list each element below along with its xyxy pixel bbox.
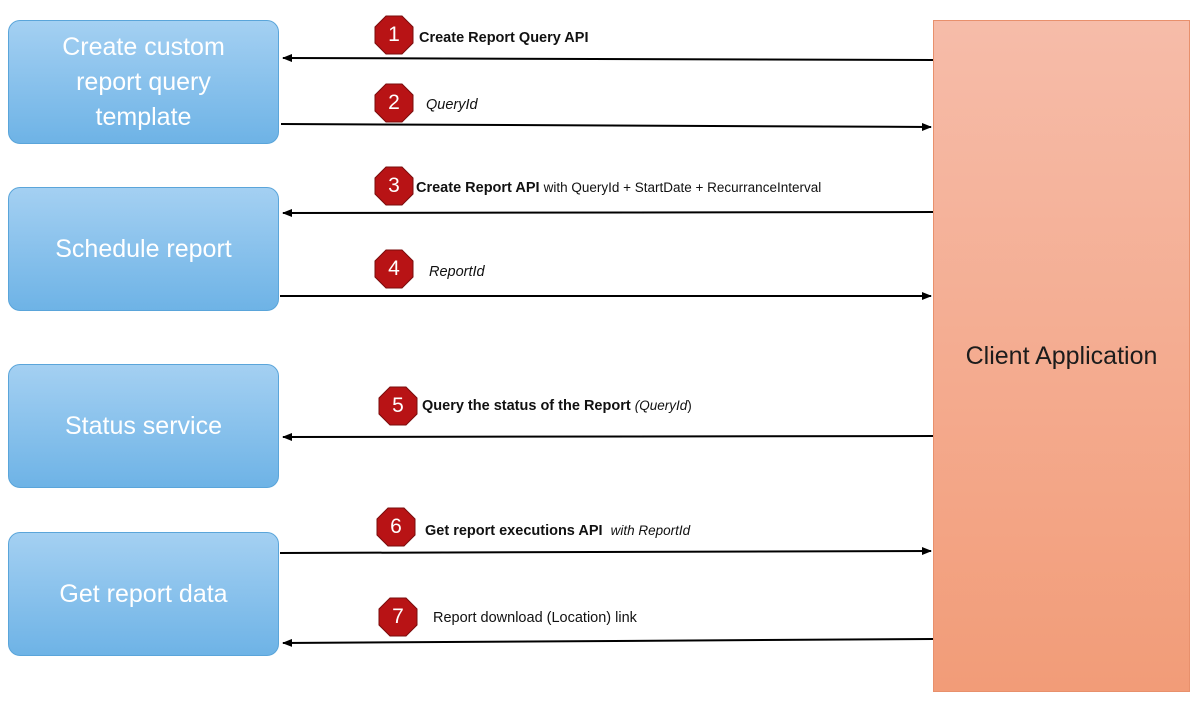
step-text: Create Report Query API — [419, 30, 589, 46]
step-label-6: Get report executions API with ReportId — [425, 523, 690, 539]
step-badge-3: 3 — [374, 166, 414, 206]
octagon-icon — [374, 83, 414, 123]
step-number: 5 — [392, 394, 404, 417]
service-box-schedule-report: Schedule report — [8, 187, 279, 311]
step-text: Report download (Location) link — [433, 610, 637, 626]
octagon-icon — [374, 166, 414, 206]
arrow-step-2 — [280, 122, 932, 131]
octagon-icon — [378, 597, 418, 637]
step-text: QueryId — [426, 97, 478, 113]
step-label-1: Create Report Query API — [419, 30, 588, 46]
step-label-4: ReportId — [429, 264, 485, 280]
step-number: 2 — [388, 91, 400, 114]
octagon-icon — [374, 15, 414, 55]
step-badge-6: 6 — [376, 507, 416, 547]
octagon-icon — [374, 249, 414, 289]
arrow-step-6 — [279, 547, 932, 556]
service-box-create-query-template: Create custom report query template — [8, 20, 279, 144]
step-label-3: Create Report API with QueryId + StartDa… — [416, 180, 821, 196]
step-badge-1: 1 — [374, 15, 414, 55]
step-text-params: with QueryId + StartDate + RecurranceInt… — [543, 180, 822, 195]
client-application-box: Client Application — [933, 20, 1190, 692]
step-number: 4 — [388, 257, 400, 280]
step-label-2: QueryId — [426, 97, 478, 113]
step-text-api: Get report executions API — [425, 523, 603, 539]
step-badge-2: 2 — [374, 83, 414, 123]
step-label-5: Query the status of the Report (QueryId) — [422, 398, 692, 414]
step-text-main: Query the status of the Report — [422, 398, 631, 414]
octagon-icon — [378, 386, 418, 426]
step-number: 7 — [392, 605, 404, 628]
step-badge-5: 5 — [378, 386, 418, 426]
service-label: Get report data — [59, 579, 228, 608]
arrow-step-1 — [282, 54, 934, 63]
step-text-param: (QueryId — [634, 398, 688, 413]
step-text-paren: ) — [687, 398, 692, 413]
arrow-step-7 — [282, 638, 934, 647]
step-text: ReportId — [429, 264, 485, 280]
service-label: Status service — [64, 411, 222, 440]
step-label-7: Report download (Location) link — [433, 610, 637, 626]
service-label: Schedule report — [55, 234, 232, 263]
octagon-icon — [376, 507, 416, 547]
arrow-step-5 — [282, 432, 934, 441]
service-box-status-service: Status service — [8, 364, 279, 488]
arrow-step-3 — [282, 208, 934, 217]
step-text-param: with ReportId — [610, 523, 691, 538]
step-text-api: Create Report API — [416, 180, 540, 196]
step-number: 6 — [390, 515, 402, 538]
step-number: 1 — [388, 23, 400, 46]
step-badge-4: 4 — [374, 249, 414, 289]
service-label: Create custom report query template — [62, 32, 225, 131]
client-label: Client Application — [965, 341, 1158, 370]
service-box-get-report-data: Get report data — [8, 532, 279, 656]
step-badge-7: 7 — [378, 597, 418, 637]
step-number: 3 — [388, 174, 400, 197]
